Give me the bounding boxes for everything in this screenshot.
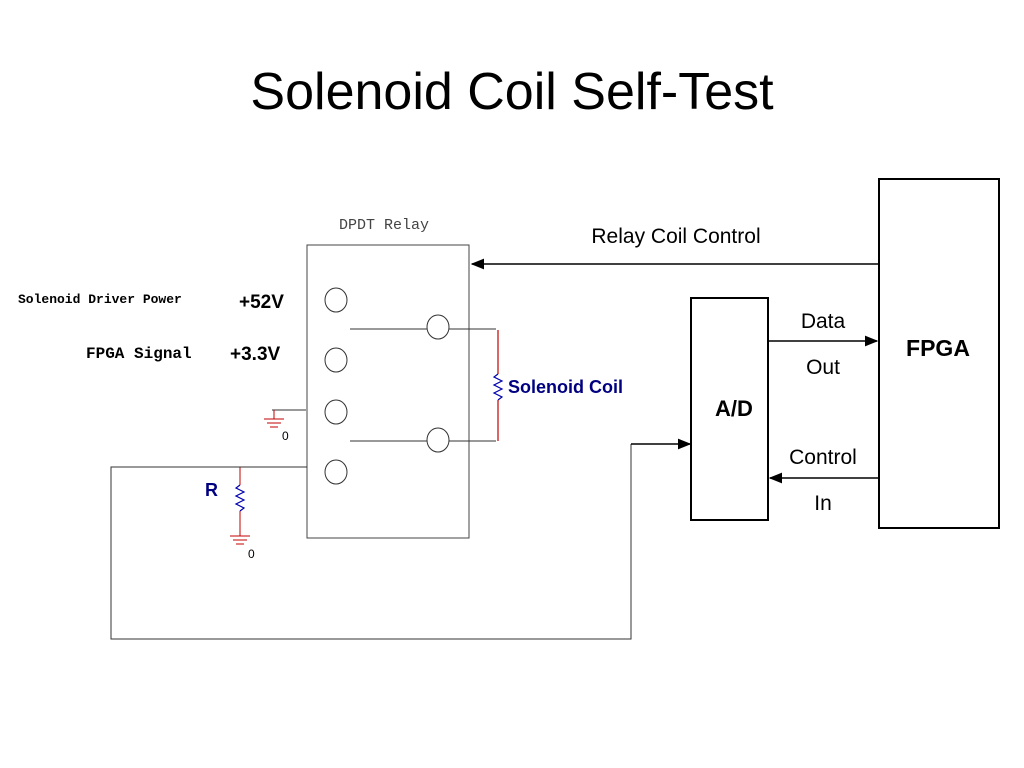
feedback-wire [110,444,632,640]
slide-title: Solenoid Coil Self-Test [250,63,774,121]
ground-label: 0 [282,429,289,443]
ground-icon [230,535,250,545]
resistor-r [234,467,246,536]
fpga-box [878,178,1000,529]
relay-label: DPDT Relay [339,217,429,234]
relay-common-1 [426,314,450,340]
solenoid-coil [492,330,504,441]
ad-converter-box [690,297,769,521]
resistor-label: R [205,480,218,500]
fpga-label: FPGA [906,335,970,361]
relay-terminals [324,287,450,485]
ground-label: 0 [248,547,255,561]
relay-terminal-2 [324,347,348,373]
solenoid-driver-power-label: Solenoid Driver Power [18,292,182,307]
relay-common-2 [426,427,450,453]
control-in-label-line1: Control [789,446,857,469]
relay-terminal-4 [324,459,348,485]
fpga-signal-label: FPGA Signal [86,345,192,363]
control-in-label-line2: In [814,492,832,515]
data-out-label-line2: Out [806,356,840,379]
solenoid-coil-label: Solenoid Coil [508,377,623,397]
voltage-3v3-label: +3.3V [230,344,281,365]
relay-box [306,244,470,539]
ad-converter-label: A/D [715,396,753,421]
relay-terminal-3 [324,399,348,425]
relay-terminal-1 [324,287,348,313]
relay-coil-control-label: Relay Coil Control [591,225,760,248]
data-out-label-line1: Data [801,310,846,333]
ground-icon [264,409,306,428]
relay-switch-lines [350,328,496,442]
voltage-52v-label: +52V [239,292,284,313]
